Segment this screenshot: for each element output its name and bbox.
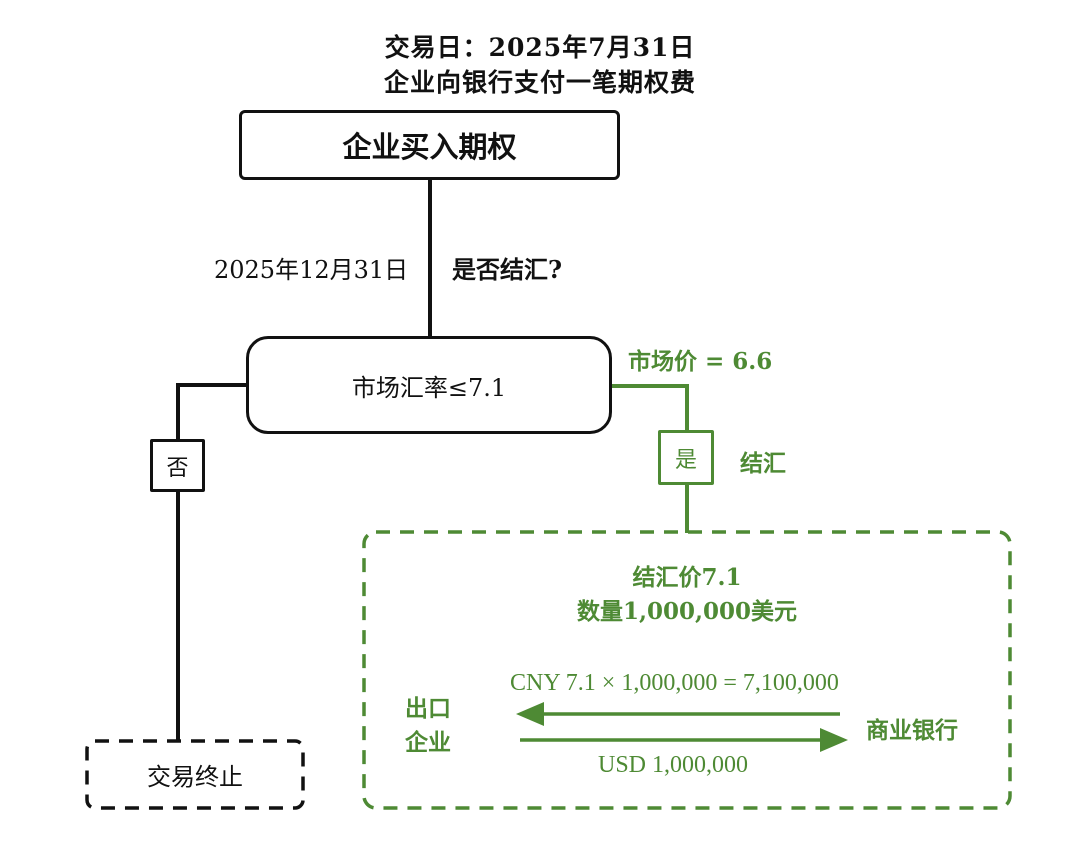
usd-arrow-head [820,728,848,752]
yes-branch-lower-line [685,485,689,533]
decision-box: 市场汇率≤7.1 [246,336,612,434]
exporter-label-line1: 出口 [405,695,451,722]
trade-end-box: 交易终止 [87,741,303,808]
yes-tag-label: 是 [674,447,697,473]
buy-option-label: 企业买入期权 [342,130,517,164]
settlement-quantity: 数量1,000,000美元 [576,598,798,625]
decision-label: 市场汇率≤7.1 [351,373,507,402]
no-branch-upper-line [176,383,180,441]
yes-tag-box: 是 [658,430,714,485]
usd-flow-label: USD 1,000,000 [598,752,749,778]
cny-flow-label: CNY 7.1 × 1,000,000 = 7,100,000 [510,670,839,696]
settle-question-label: 是否结汇? [452,255,563,284]
no-branch-horizontal [176,383,248,387]
trade-date-title: 交易日：2025年7月31日 [384,33,696,62]
commercial-bank-label: 商业银行 [866,717,958,744]
no-tag-label: 否 [166,455,189,481]
connector-top-to-decision [428,180,432,338]
settlement-price: 结汇价7.1 [632,564,742,591]
yes-branch-horizontal [612,384,689,388]
premium-payment-note: 企业向银行支付一笔期权费 [383,68,696,97]
buy-option-box: 企业买入期权 [239,110,620,180]
yes-branch-upper-line [685,384,689,432]
no-branch-lower-line [176,492,180,742]
settle-action-label: 结汇 [740,450,786,477]
trade-end-frame [85,739,305,810]
exporter-label-line2: 企业 [405,729,451,756]
market-price-label: 市场价 = 6.6 [628,348,773,375]
no-tag-box: 否 [150,439,205,492]
exporter-party: 出口 企业 [405,692,451,760]
settlement-date-label: 2025年12月31日 [214,256,409,284]
cny-arrow-head [516,702,544,726]
trade-end-label: 交易终止 [147,763,243,791]
